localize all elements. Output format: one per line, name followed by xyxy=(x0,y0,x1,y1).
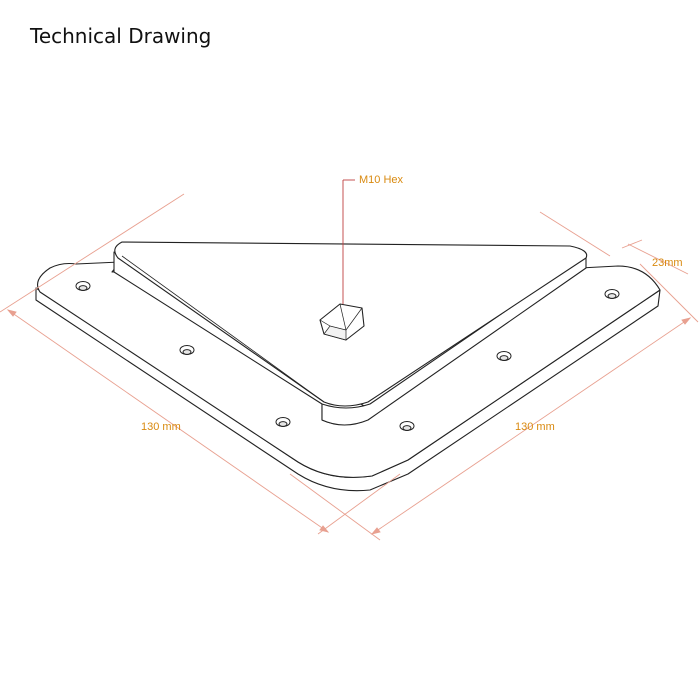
boss-front-wall xyxy=(321,255,587,426)
left-dimension-line xyxy=(7,309,329,533)
left-extension-line-bottom xyxy=(317,473,401,535)
mounting-hole xyxy=(496,351,512,361)
left-extension-line-top xyxy=(0,193,185,313)
right-extension-line-bottom xyxy=(289,473,381,541)
thickness-label: 23mm xyxy=(652,257,683,269)
thickness-extension-line xyxy=(539,211,611,257)
right-edge-label: 130 mm xyxy=(515,421,555,433)
right-dimension-line xyxy=(371,317,691,535)
right-extension-line-top xyxy=(639,263,699,323)
dimension-lines xyxy=(0,193,699,541)
hex-label: M10 Hex xyxy=(359,174,404,186)
mounting-hole xyxy=(399,421,415,431)
mounting-hole xyxy=(179,345,195,355)
left-edge-label: 130 mm xyxy=(141,421,181,433)
mounting-holes xyxy=(75,281,620,431)
thickness-dimension-line xyxy=(627,243,689,275)
mounting-hole xyxy=(604,289,620,299)
hex-nut xyxy=(319,303,365,341)
page-title: Technical Drawing xyxy=(30,24,212,48)
mounting-hole xyxy=(75,281,91,291)
mounting-hole xyxy=(275,417,291,427)
